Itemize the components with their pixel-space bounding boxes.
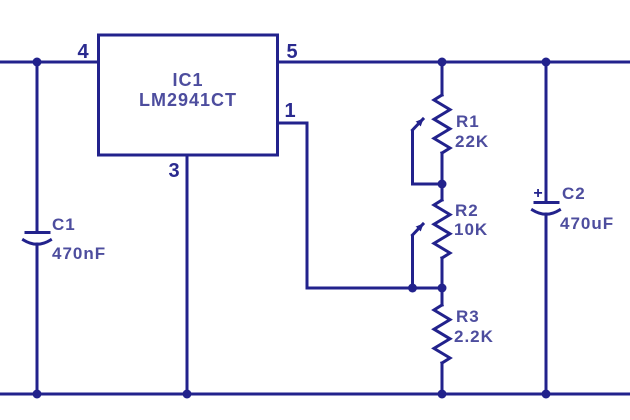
junction-dot (437, 283, 447, 293)
component-labels: C1 470nF C2 470uF R1 22K R2 10K R3 2.2K (52, 112, 614, 346)
r1-value-label: 22K (455, 132, 489, 151)
junction-dot (541, 57, 551, 67)
resistor-r2-symbol (431, 197, 453, 261)
r2-value-label: 10K (454, 220, 488, 239)
junction-dot (437, 57, 447, 67)
ic-body (97, 33, 279, 157)
junction-dot (182, 389, 192, 399)
capacitor-c2-plate-bottom (530, 207, 562, 216)
pin-label-input: 4 (77, 41, 89, 63)
wire-pin1-adjust (276, 121, 444, 290)
r3-ref-label: R3 (456, 307, 480, 326)
pin-label-output: 5 (286, 41, 297, 63)
c2-polarity: + (533, 185, 542, 202)
resistor-r3-symbol (431, 302, 453, 366)
junction-dot (437, 389, 447, 399)
c2-polarity-plus: + (533, 185, 542, 202)
c1-value-label: 470nF (52, 244, 106, 263)
resistor-r1-symbol (431, 92, 453, 156)
wiper-link-r1 (411, 129, 444, 186)
r3-value-label: 2.2K (454, 327, 494, 346)
r2-ref-label: R2 (455, 201, 479, 220)
pin-label-adjust: 1 (284, 100, 295, 122)
wires (0, 60, 630, 396)
c1-ref-label: C1 (52, 215, 76, 234)
c2-ref-label: C2 (562, 184, 586, 203)
junction-dot (541, 389, 551, 399)
ic-part-label: LM2941CT (139, 90, 237, 110)
ic-ref-label: IC1 (172, 70, 203, 90)
c2-value-label: 470uF (560, 214, 614, 233)
junction-dots (32, 57, 551, 399)
ic-labels: IC1 LM2941CT (139, 70, 237, 110)
wiper-arrow-r1 (410, 116, 426, 133)
junction-dot (32, 57, 42, 67)
pin-labels: 4 5 1 3 (77, 41, 297, 182)
junction-dot (437, 179, 447, 189)
capacitor-c1-plate-bottom (21, 237, 53, 246)
junction-dot (408, 283, 417, 293)
pin-label-ground: 3 (168, 160, 179, 182)
junction-dot (32, 389, 42, 399)
wiper-arrow-r2 (410, 221, 426, 238)
r1-ref-label: R1 (456, 112, 480, 131)
